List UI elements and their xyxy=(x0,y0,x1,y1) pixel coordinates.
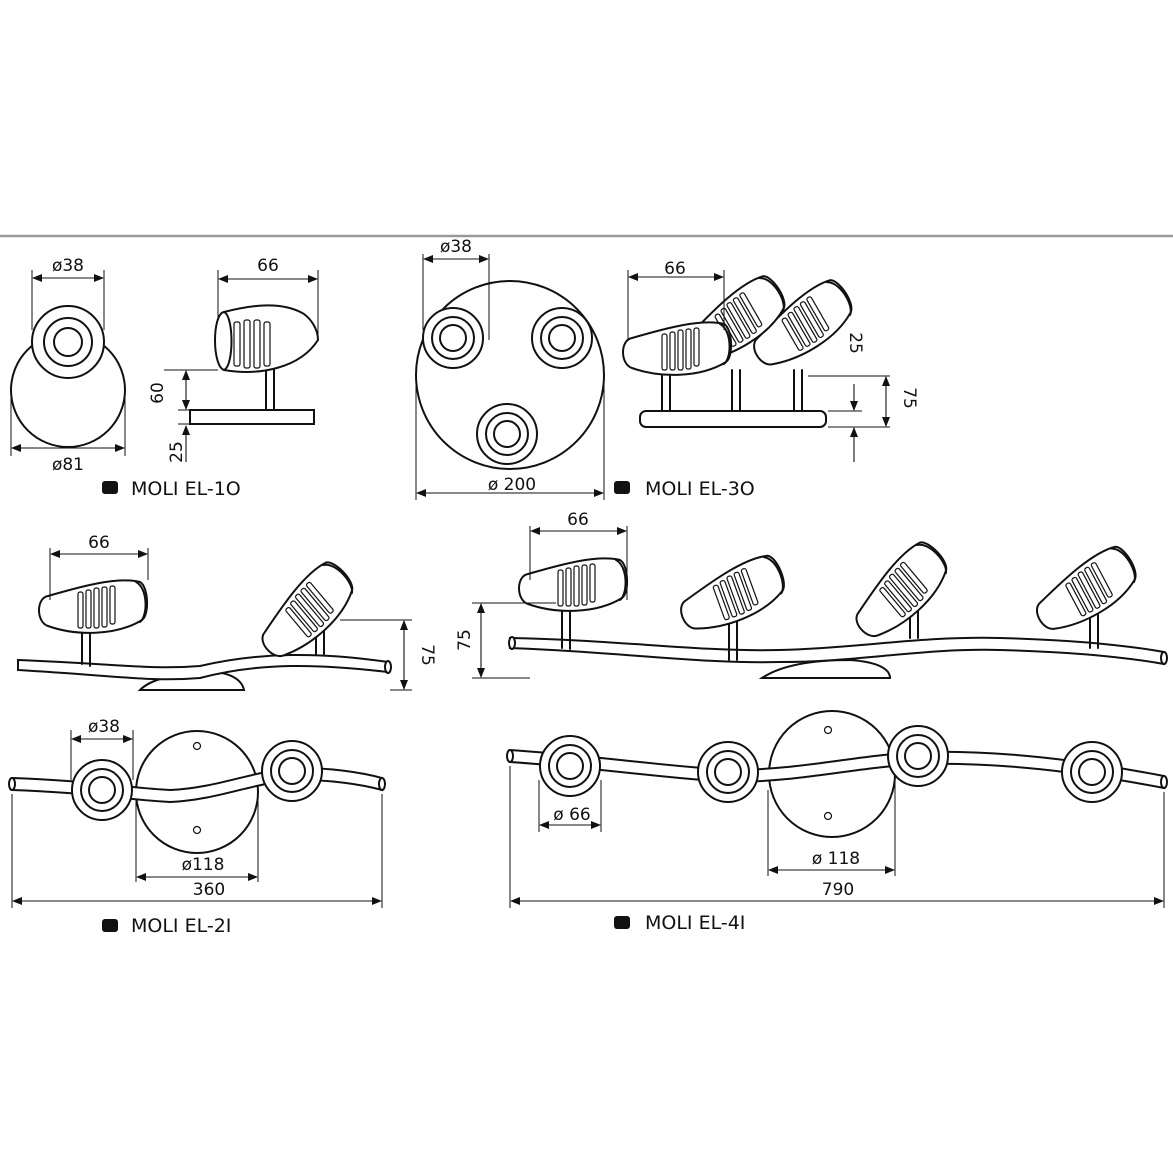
el1o-height-total-label: 60 xyxy=(148,382,168,404)
el4i-spot-diameter-label: ø 66 xyxy=(553,805,590,825)
el2i-side-view: 66 75 xyxy=(17,533,437,691)
el4i-bullet xyxy=(614,916,630,929)
el2i-plate-diameter-label: ø118 xyxy=(182,855,225,875)
el3o-side-view: 66 75 25 xyxy=(622,259,919,462)
el3o-base-diameter-label: ø 200 xyxy=(488,475,536,495)
el4i-side-width-label: 66 xyxy=(567,510,589,530)
el1o-base-diameter-label: ø81 xyxy=(52,455,84,475)
el2i-bullet xyxy=(102,919,118,932)
el4i-model-name: MOLI EL-4I xyxy=(645,912,745,934)
el3o-top-diameter-label: ø38 xyxy=(440,237,472,257)
el1o-model-name: MOLI EL-1O xyxy=(131,478,241,500)
el2i-side-width-label: 66 xyxy=(88,533,110,553)
model-el2i: ø38 ø118 360 MOLI EL-2I xyxy=(8,717,386,937)
el4i-height-label: 75 xyxy=(455,629,475,651)
el4i-length-label: 790 xyxy=(822,880,854,900)
el2i-height-label: 75 xyxy=(417,644,437,666)
el3o-bullet xyxy=(614,481,630,494)
el2i-model-name: MOLI EL-2I xyxy=(131,915,231,937)
el4i-side-view: 66 75 xyxy=(455,510,1168,679)
model-el3o: ø38 ø 200 66 75 xyxy=(415,237,919,500)
el3o-height-total-label: 75 xyxy=(899,387,919,409)
el2i-length-label: 360 xyxy=(193,880,225,900)
el3o-height-small-label: 25 xyxy=(845,332,865,354)
model-el1o: ø38 ø81 66 xyxy=(10,256,320,500)
el2i-top-diameter-label: ø38 xyxy=(88,717,120,737)
el3o-top-view: ø38 ø 200 xyxy=(415,237,605,500)
el3o-side-width-label: 66 xyxy=(664,259,686,279)
el1o-top-diameter-label: ø38 xyxy=(52,256,84,276)
el1o-side-view: 66 60 25 xyxy=(148,256,320,463)
el1o-side-width-label: 66 xyxy=(257,256,279,276)
el4i-plate-diameter-label: ø 118 xyxy=(812,849,860,869)
el1o-top-view: ø38 ø81 xyxy=(10,256,126,475)
el3o-model-name: MOLI EL-3O xyxy=(645,478,755,500)
el1o-height-base-label: 25 xyxy=(167,441,187,463)
model-el4i: ø 66 ø 118 790 MOLI EL-4I xyxy=(506,710,1168,934)
el1o-bullet xyxy=(102,481,118,494)
